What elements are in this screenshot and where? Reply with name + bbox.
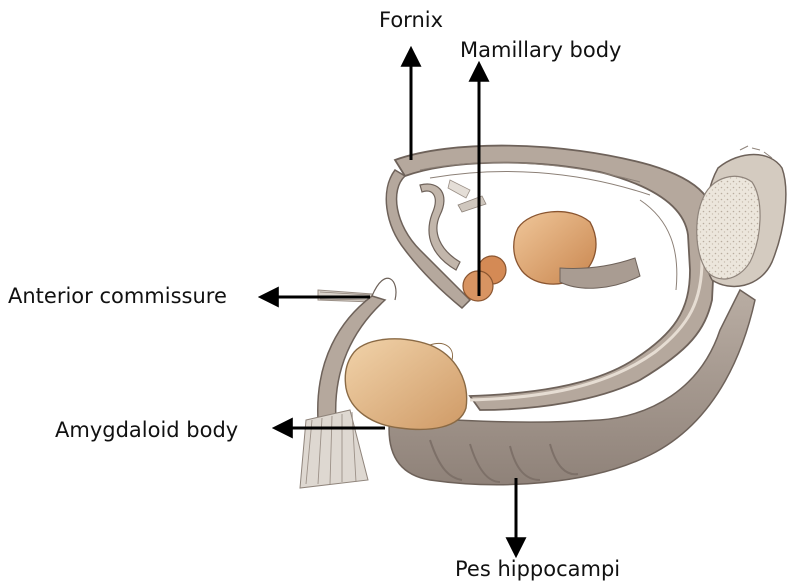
amygdaloid-body-shape	[345, 339, 466, 430]
amygdaloid-body-label: Amygdaloid body	[55, 420, 238, 441]
pes-hippocampi-label: Pes hippocampi	[455, 559, 620, 580]
mamillary-bodies	[463, 256, 506, 301]
mamillary-body-label: Mamillary body	[460, 40, 622, 61]
fornix-label: Fornix	[379, 10, 443, 31]
cut-surface	[697, 146, 786, 286]
thalamic-nucleus-shape	[514, 212, 640, 289]
anterior-commissure-label: Anterior commissure	[8, 286, 227, 307]
